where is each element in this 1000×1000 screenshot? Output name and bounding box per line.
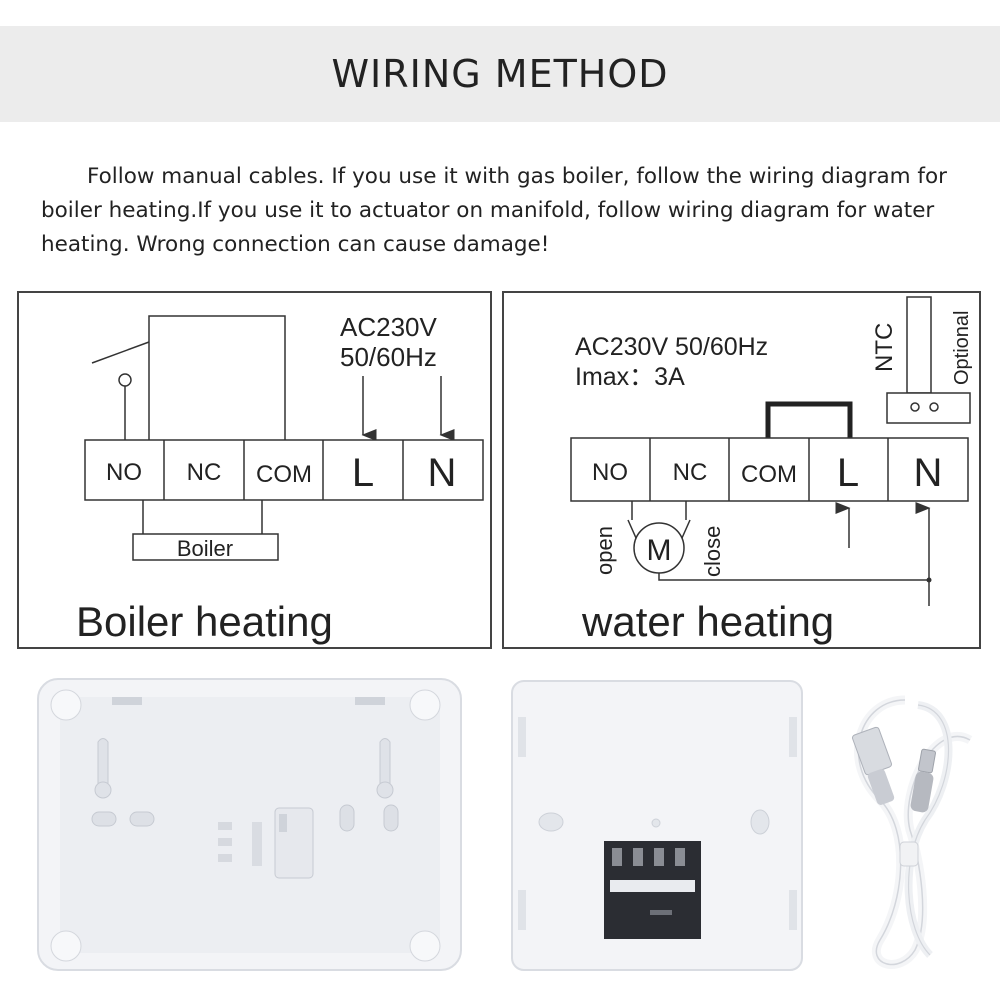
- boiler-power-line2: 50/60Hz: [340, 342, 437, 372]
- water-power-line1: AC230V 50/60Hz: [575, 333, 768, 361]
- water-terminal-no: NO: [592, 459, 628, 486]
- com-l-jumper: [765, 401, 853, 438]
- water-terminal-block: NO NC COM L N: [570, 437, 969, 502]
- relay-switch-blade: [91, 341, 150, 364]
- header-band: [0, 26, 1000, 122]
- usb-cable-illustration: [852, 695, 973, 969]
- rear-unit-illustration: [511, 680, 803, 971]
- boiler-terminal-com: COM: [256, 461, 312, 488]
- motor-close-label: close: [700, 526, 725, 577]
- ntc-pin: [910, 402, 920, 412]
- boiler-terminal-no: NO: [106, 459, 142, 486]
- ntc-probe: [906, 296, 932, 394]
- water-diagram-panel: AC230V 50/60Hz Imax：3A NTC Optional NO N…: [502, 291, 981, 649]
- motor-actuator: M open close: [592, 501, 929, 581]
- boiler-terminal-nc: NC: [187, 459, 222, 486]
- boiler-terminal-block: NO NC COM L N: [84, 439, 484, 501]
- boiler-load-wires: [142, 500, 263, 534]
- water-power-line2: Imax：3A: [575, 363, 685, 391]
- water-caption: water heating: [581, 598, 834, 645]
- page-title: WIRING METHOD: [331, 52, 669, 96]
- boiler-terminal-n: N: [428, 451, 457, 495]
- water-terminal-nc: NC: [673, 459, 708, 486]
- boiler-power-line1: AC230V: [340, 312, 437, 342]
- relay-contact: [118, 373, 132, 387]
- boiler-load-box: [132, 533, 279, 561]
- intro-paragraph: Follow manual cables. If you use it with…: [41, 164, 947, 257]
- ntc-pin: [929, 402, 939, 412]
- optional-label: Optional: [951, 311, 973, 386]
- water-terminal-com: COM: [741, 461, 797, 488]
- motor-label: M: [647, 534, 672, 567]
- back-plate-illustration: [37, 678, 462, 971]
- boiler-caption: Boiler heating: [76, 598, 333, 645]
- water-terminal-l: L: [837, 451, 859, 495]
- ntc-connector: [886, 392, 971, 424]
- boiler-diagram-panel: AC230V 50/60Hz NO NC COM L N Boiler Boil…: [17, 291, 492, 649]
- boiler-terminal-l: L: [352, 451, 374, 495]
- ntc-label: NTC: [871, 323, 898, 372]
- relay-wire: [148, 315, 286, 440]
- boiler-load-label: Boiler: [177, 536, 233, 561]
- motor-open-label: open: [592, 526, 617, 575]
- water-terminal-n: N: [914, 451, 943, 495]
